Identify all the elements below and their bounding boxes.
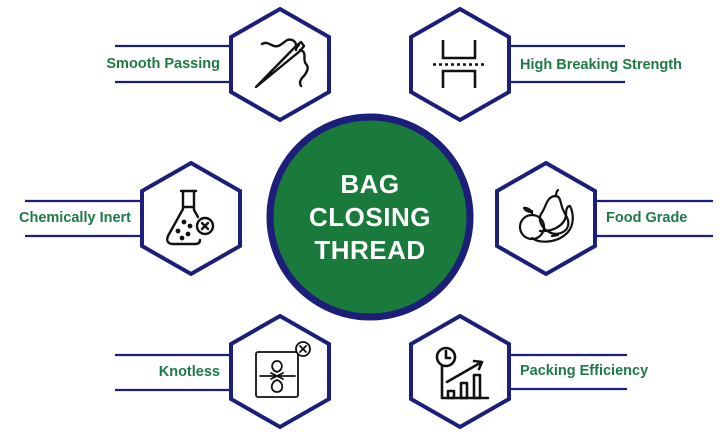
connector-lines: [25, 44, 713, 392]
clock-growth-chart-icon: [435, 346, 490, 400]
flask-cross-icon: [166, 189, 215, 246]
feature-label-food-grade: Food Grade: [606, 210, 688, 226]
feature-label-high-breaking-strength: High Breaking Strength: [520, 57, 682, 73]
feature-label-knotless: Knotless: [158, 364, 220, 380]
center-title: BAG CLOSING THREAD: [267, 114, 473, 320]
fruits-icon: [518, 188, 574, 243]
knot-cross-icon: [255, 341, 311, 398]
center-title-line-2: CLOSING: [309, 201, 431, 232]
needle-thread-icon: [254, 38, 309, 89]
center-title-line-1: BAG: [340, 168, 400, 199]
feature-label-smooth-passing: Smooth Passing: [106, 56, 220, 72]
hexagon-chemically-inert: [140, 160, 242, 277]
hexagon-packing-efficiency: [409, 313, 511, 430]
feature-label-chemically-inert: Chemically Inert: [18, 210, 131, 226]
hexagon-food-grade: [495, 160, 597, 277]
hexagon-smooth-passing: [229, 6, 331, 123]
center-circle: [266, 113, 474, 321]
feature-label-packing-efficiency: Packing Efficiency: [520, 363, 649, 379]
breaking-strength-icon: [433, 40, 486, 88]
center-title-line-3: THREAD: [314, 234, 426, 265]
